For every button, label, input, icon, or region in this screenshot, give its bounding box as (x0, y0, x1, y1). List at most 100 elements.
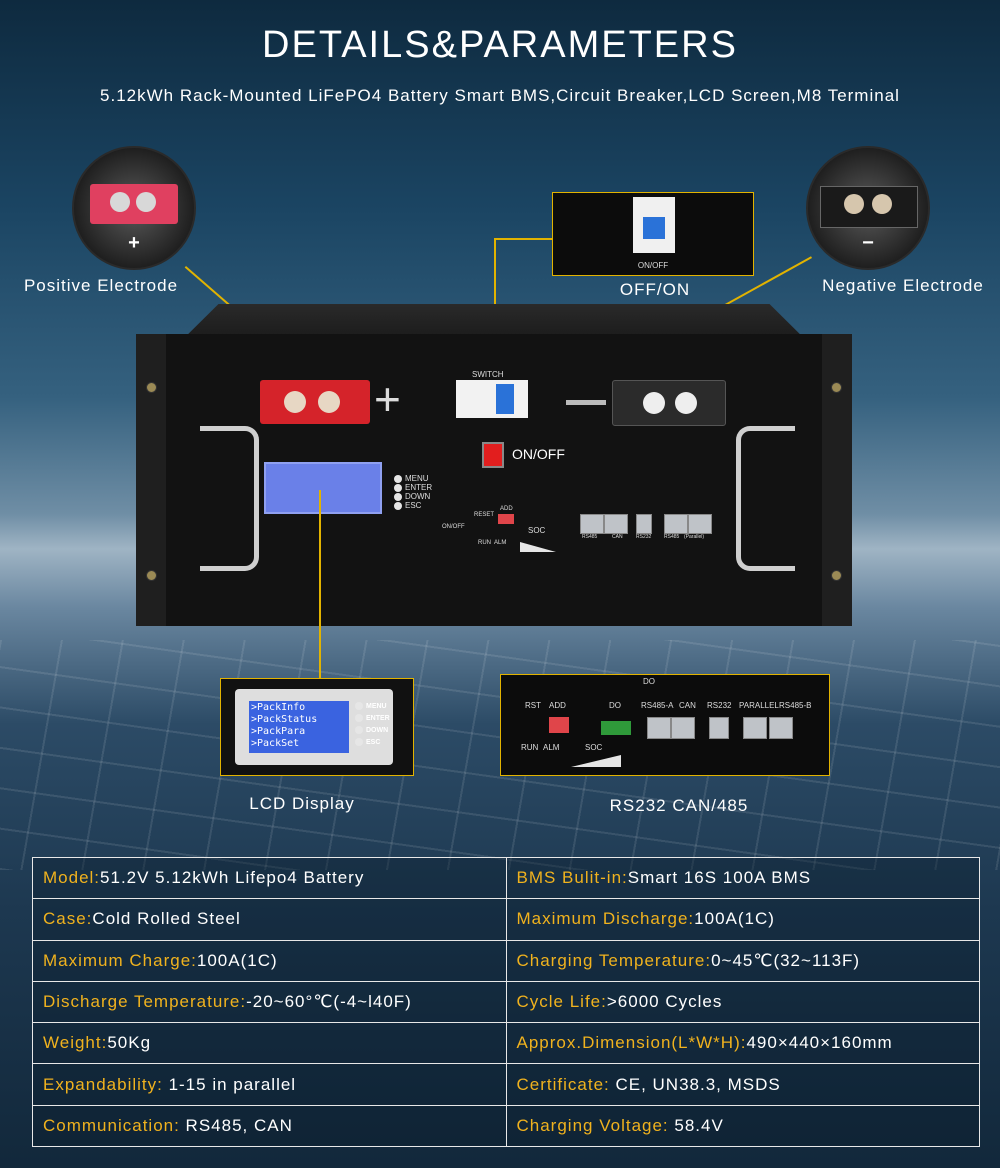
port-rs485-parallel-2[interactable] (688, 514, 712, 534)
lcd-closeup-buttons: MENU ENTER DOWN ESC (355, 701, 390, 749)
down-button[interactable]: DOWN (394, 492, 432, 501)
handle-right[interactable] (736, 426, 795, 571)
indicator-soc: SOC (528, 526, 546, 535)
screw (831, 382, 842, 393)
ports-label-alm: ALM (543, 743, 560, 752)
spec-cell: Discharge Temperature:-20~60°℃(-4~l40F) (32, 980, 507, 1024)
spec-value: Smart 16S 100A BMS (627, 868, 812, 888)
esc-button[interactable]: ESC (394, 501, 432, 510)
spec-key: Cycle Life: (516, 991, 607, 1011)
spec-value: 1-15 in parallel (162, 1074, 297, 1094)
screw (146, 570, 157, 581)
spec-cell: Maximum Charge:100A(1C) (32, 939, 507, 982)
rack-ear-right (822, 334, 852, 626)
positive-sign-panel: + (374, 373, 401, 425)
ports-label-rst: RST (525, 701, 541, 710)
indicator-run: RUN (478, 540, 491, 546)
battery-front-panel: + SWITCH ON/OFF MENU ENTER DOWN ESC ON/O… (136, 304, 852, 626)
soc-triangle (571, 755, 621, 767)
spec-value: 100A(1C) (196, 950, 278, 970)
rs485-a-port[interactable] (647, 717, 671, 739)
lcd-leader-line (319, 490, 321, 678)
lcd-button-list: MENU ENTER DOWN ESC (394, 474, 432, 510)
spec-value: 100A(1C) (694, 909, 775, 929)
spec-cell: Model:51.2V 5.12kWh Lifepo4 Battery (32, 856, 507, 900)
dip-switch[interactable] (498, 514, 514, 524)
parallel-port[interactable] (743, 717, 767, 739)
menu-button[interactable]: MENU (394, 474, 432, 483)
port-label-rs232: RS232 (636, 534, 652, 540)
indicator-onoff: ON/OFF (442, 524, 465, 530)
indicator-alm: ALM (494, 540, 507, 546)
spec-cell: Approx.Dimension(L*W*H):490×440×160mm (505, 1022, 980, 1065)
lcd-screen (264, 462, 382, 514)
ports-top-do: DO (643, 677, 655, 686)
spec-value: 58.4V (668, 1115, 724, 1135)
spec-value: Cold Rolled Steel (92, 909, 241, 929)
lcd-closeup-screen: >PackInfo >PackStatus >PackPara >PackSet (249, 701, 349, 753)
onoff-label: ON/OFF (512, 446, 565, 462)
spec-key: Weight: (43, 1033, 108, 1053)
port-rs485-parallel-1[interactable] (664, 514, 688, 534)
do-connector[interactable] (601, 721, 631, 735)
spec-row: Communication: RS485, CAN Charging Voltag… (32, 1104, 980, 1148)
port-rs232[interactable] (636, 514, 652, 534)
port-label-can: CAN (612, 534, 623, 540)
ports-label-parallel: PARALLEL (739, 701, 779, 710)
indicator-reset: RESET (474, 512, 495, 518)
enter-button[interactable]: ENTER (394, 483, 432, 492)
port-label-parallel: (Parallel) (684, 534, 705, 540)
spec-key: Approx.Dimension(L*W*H): (516, 1033, 747, 1053)
page-title: DETAILS&PARAMETERS (262, 24, 738, 66)
spec-value: 0~45℃(32~113F) (711, 950, 861, 970)
negative-terminal (612, 380, 726, 426)
spec-value: 490×440×160mm (746, 1033, 893, 1053)
onoff-switch[interactable] (482, 442, 504, 468)
positive-terminal (260, 380, 370, 424)
add-dip[interactable] (549, 717, 569, 733)
negative-electrode-photo: − (806, 146, 930, 270)
spec-key: Maximum Charge: (43, 950, 197, 970)
spec-key: Discharge Temperature: (43, 991, 247, 1011)
spec-key: Certificate: (516, 1074, 610, 1094)
rs485-b-port[interactable] (769, 717, 793, 739)
spec-value: 51.2V 5.12kWh Lifepo4 Battery (100, 868, 365, 888)
spec-cell: Weight:50Kg (32, 1022, 507, 1065)
ports-label-run: RUN (521, 743, 539, 752)
lcd-closeup-menu[interactable]: MENU (355, 701, 390, 713)
switch-leader-line-h (494, 238, 552, 240)
lcd-closeup: >PackInfo >PackStatus >PackPara >PackSet… (220, 678, 414, 776)
lcd-closeup-down[interactable]: DOWN (355, 725, 390, 737)
spec-value: 50Kg (107, 1033, 152, 1053)
lcd-closeup-enter[interactable]: ENTER (355, 713, 390, 725)
spec-key: Model: (43, 868, 101, 888)
port-can[interactable] (604, 514, 628, 534)
handle-left[interactable] (200, 426, 259, 571)
ports-label-soc: SOC (585, 743, 603, 752)
lcd-caption: LCD Display (249, 794, 355, 813)
ports-label-rs485-b: RS485-B (779, 701, 812, 710)
spec-key: Charging Voltage: (516, 1115, 669, 1135)
positive-sign: + (128, 232, 140, 254)
spec-key: Maximum Discharge: (516, 909, 695, 929)
ports-label-can: CAN (679, 701, 696, 710)
page-subtitle: 5.12kWh Rack-Mounted LiFePO4 Battery Sma… (100, 86, 900, 105)
spec-row: Maximum Charge:100A(1C) Charging Temperat… (32, 939, 980, 982)
lcd-menu-item: >PackInfo (251, 702, 306, 713)
lcd-closeup-esc[interactable]: ESC (355, 737, 390, 749)
port-rs485[interactable] (580, 514, 604, 534)
spec-value: -20~60°℃(-4~l40F) (246, 991, 412, 1011)
spec-cell: Communication: RS485, CAN (32, 1104, 507, 1148)
circuit-breaker[interactable] (456, 380, 528, 418)
spec-cell: Case:Cold Rolled Steel (32, 898, 507, 941)
spec-key: Charging Temperature: (516, 950, 712, 970)
ports-label-rs485-a: RS485-A (641, 701, 674, 710)
can-port[interactable] (671, 717, 695, 739)
positive-electrode-photo: + (72, 146, 196, 270)
spec-value: CE, UN38.3, MSDS (609, 1074, 781, 1094)
rs232-port[interactable] (709, 717, 729, 739)
port-label-rs485: RS485 (582, 534, 598, 540)
